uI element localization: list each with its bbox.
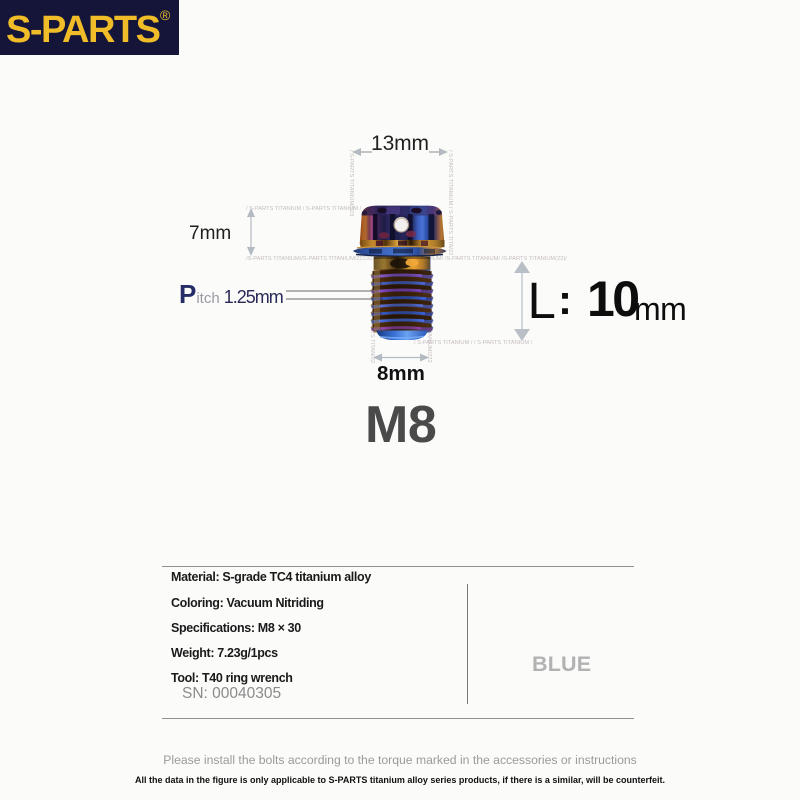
- svg-text:/ S-PARTS TITANIUM / / S-PARTS: / S-PARTS TITANIUM / / S-PARTS TITANIUM …: [414, 340, 533, 346]
- svg-text:/ S-PARTS TITANIUM/223: / S-PARTS TITANIUM/223: [348, 150, 354, 216]
- svg-text:/ S-PARTS TITANIUM / S-PARTS T: / S-PARTS TITANIUM / S-PARTS TITANIUM /: [246, 206, 362, 212]
- svg-text:/S-PARTS TITAN/22: /S-PARTS TITAN/22: [369, 312, 375, 363]
- svg-text:/ S-PARTS TITANIUM / S-PARTS T: / S-PARTS TITANIUM / S-PARTS TITA/22: [447, 150, 453, 255]
